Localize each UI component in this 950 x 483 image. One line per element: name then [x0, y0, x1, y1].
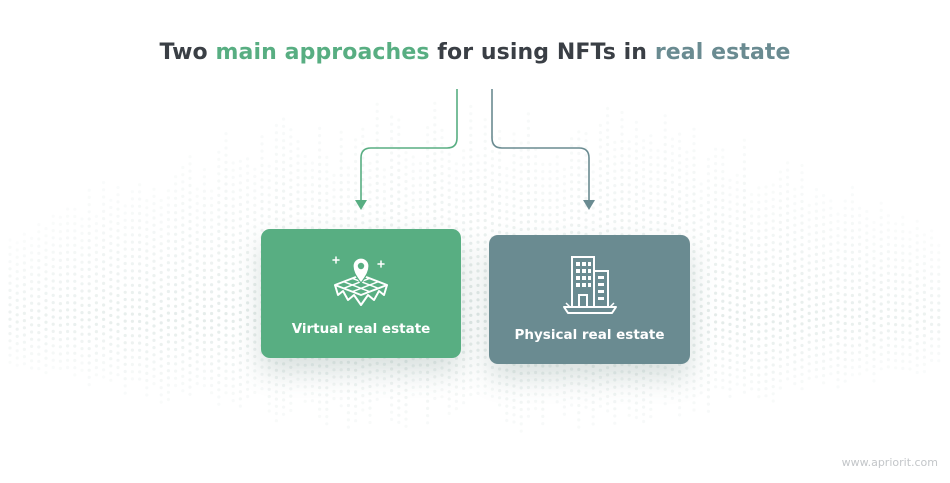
title-highlight-main-approaches: main approaches [215, 40, 430, 65]
card-physical-real-estate: Physical real estate [489, 235, 690, 364]
card-virtual-real-estate: Virtual real estate [261, 229, 461, 358]
card-label-physical: Physical real estate [514, 327, 665, 343]
card-label-virtual: Virtual real estate [291, 321, 431, 337]
connector-to-virtual [360, 89, 458, 201]
arrowhead-virtual [355, 200, 367, 210]
watermark: www.apriorit.com [841, 456, 938, 469]
title-part-3: for using NFTs in [429, 40, 655, 65]
title-highlight-real-estate: real estate [654, 40, 791, 65]
map-pin-land-icon [332, 256, 388, 306]
page-title: Two main approaches for using NFTs in re… [0, 40, 950, 65]
office-building-icon [562, 256, 617, 314]
connector-to-physical [491, 89, 590, 201]
title-part-1: Two [159, 40, 216, 65]
arrowhead-physical [583, 200, 595, 210]
